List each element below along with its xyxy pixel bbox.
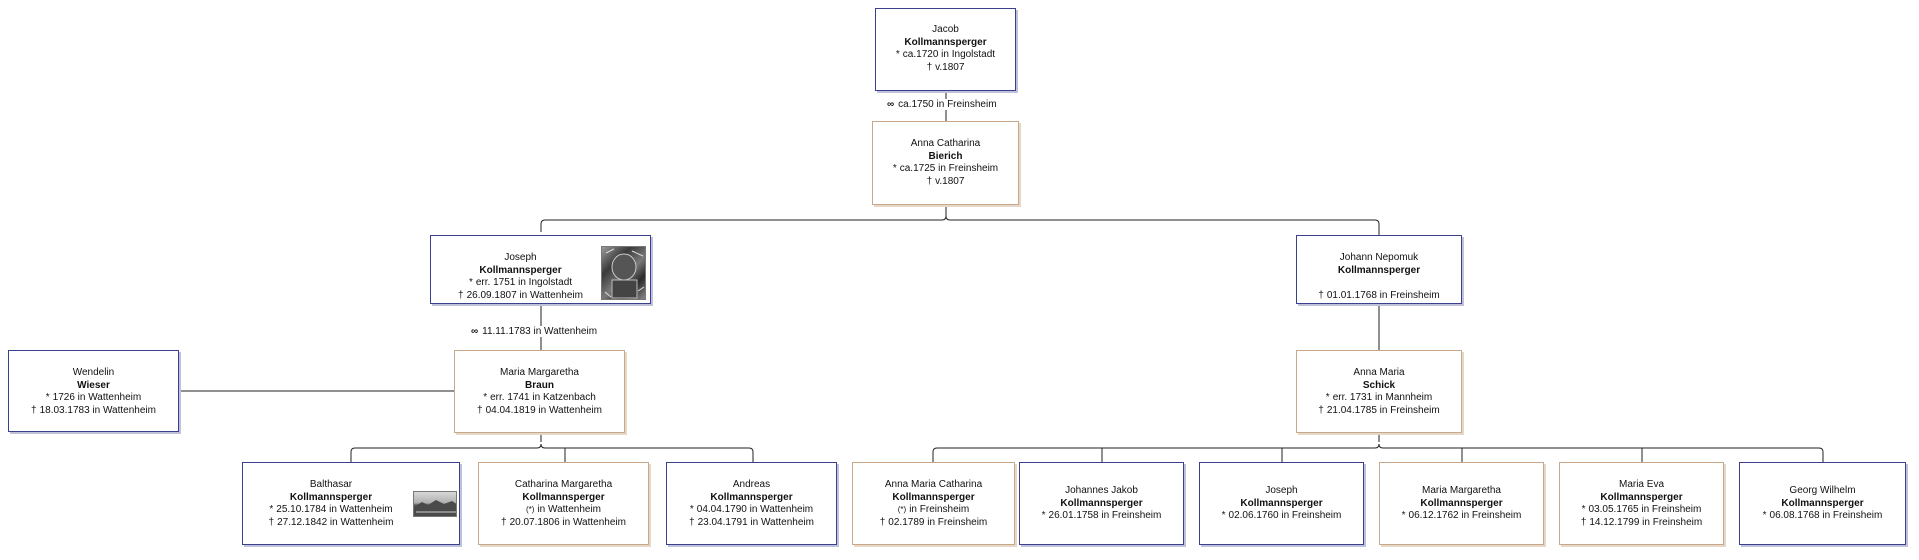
landscape-photo[interactable] [413, 491, 457, 517]
wedding-rings-icon: ∞ [887, 99, 895, 110]
cross-icon: † [926, 175, 933, 187]
person-card-johannes-jakob[interactable]: Johannes Jakob Kollmannsperger *26.01.17… [1019, 462, 1184, 545]
person-card-anna-maria-schick[interactable]: Anna Maria Schick *err. 1731 in Mannheim… [1296, 350, 1462, 433]
person-card-maria-margaretha-braun[interactable]: Maria Margaretha Braun *err. 1741 in Kat… [454, 350, 625, 433]
person-card-andreas[interactable]: Andreas Kollmannsperger *04.04.1790 in W… [666, 462, 837, 545]
cross-icon: † [1318, 404, 1324, 416]
baptism-icon: (*) [526, 505, 535, 514]
marriage-label-joseph: ∞11.11.1783 in Wattenheim [469, 326, 600, 337]
asterisk-icon: * [483, 392, 488, 403]
cross-icon: † [879, 516, 886, 528]
cross-icon: † [268, 516, 275, 528]
person-card-joseph[interactable]: Joseph Kollmannsperger *err. 1751 in Ing… [430, 235, 651, 304]
asterisk-icon: * [1041, 510, 1046, 521]
asterisk-icon: * [892, 163, 897, 174]
cross-icon: † [926, 61, 933, 73]
marriage-label-parents: ∞ca.1750 in Freinsheim [885, 99, 999, 110]
wedding-rings-icon: ∞ [471, 326, 479, 337]
baptism-icon: (*) [897, 505, 907, 514]
person-card-johann-nepomuk[interactable]: Johann Nepomuk Kollmannsperger †01.01.17… [1296, 235, 1462, 304]
asterisk-icon: * [1325, 392, 1330, 403]
cross-icon: † [501, 516, 507, 528]
person-card-maria-margaretha-2[interactable]: Maria Margaretha Kollmannsperger *06.12.… [1379, 462, 1544, 545]
asterisk-icon: * [269, 504, 274, 515]
cross-icon: † [689, 516, 695, 528]
portrait-photo[interactable] [601, 246, 646, 300]
asterisk-icon: * [1221, 510, 1226, 521]
person-card-anna-maria-catharina[interactable]: Anna Maria Catharina Kollmannsperger (*)… [852, 462, 1015, 545]
person-card-jacob[interactable]: Jacob Kollmannsperger *ca.1720 in Ingols… [875, 8, 1016, 91]
person-card-anna-catharina[interactable]: Anna Catharina Bierich *ca.1725 in Frein… [872, 121, 1019, 205]
person-card-wendelin[interactable]: Wendelin Wieser *1726 in Wattenheim †18.… [8, 350, 179, 432]
cross-icon: † [458, 289, 464, 301]
asterisk-icon: * [1762, 510, 1767, 521]
person-card-joseph-2[interactable]: Joseph Kollmannsperger *02.06.1760 in Fr… [1199, 462, 1364, 545]
asterisk-icon: * [468, 277, 473, 288]
cross-icon: † [1580, 516, 1587, 528]
cross-icon: † [31, 404, 37, 416]
landscape-photo-graphic [414, 500, 456, 516]
person-card-catharina-margaretha[interactable]: Catharina Margaretha Kollmannsperger (*)… [478, 462, 649, 545]
asterisk-icon: * [895, 49, 900, 60]
person-card-balthasar[interactable]: Balthasar Kollmannsperger *25.10.1784 in… [242, 462, 460, 545]
person-card-maria-eva[interactable]: Maria Eva Kollmannsperger *03.05.1765 in… [1559, 462, 1724, 545]
portrait-photo-graphic [604, 248, 645, 299]
person-card-georg-wilhelm[interactable]: Georg Wilhelm Kollmannsperger *06.08.176… [1739, 462, 1906, 545]
asterisk-icon: * [1581, 504, 1586, 515]
asterisk-icon: * [1401, 510, 1406, 521]
cross-icon: † [1318, 289, 1324, 301]
asterisk-icon: * [689, 504, 694, 515]
cross-icon: † [477, 404, 483, 416]
asterisk-icon: * [45, 392, 50, 403]
